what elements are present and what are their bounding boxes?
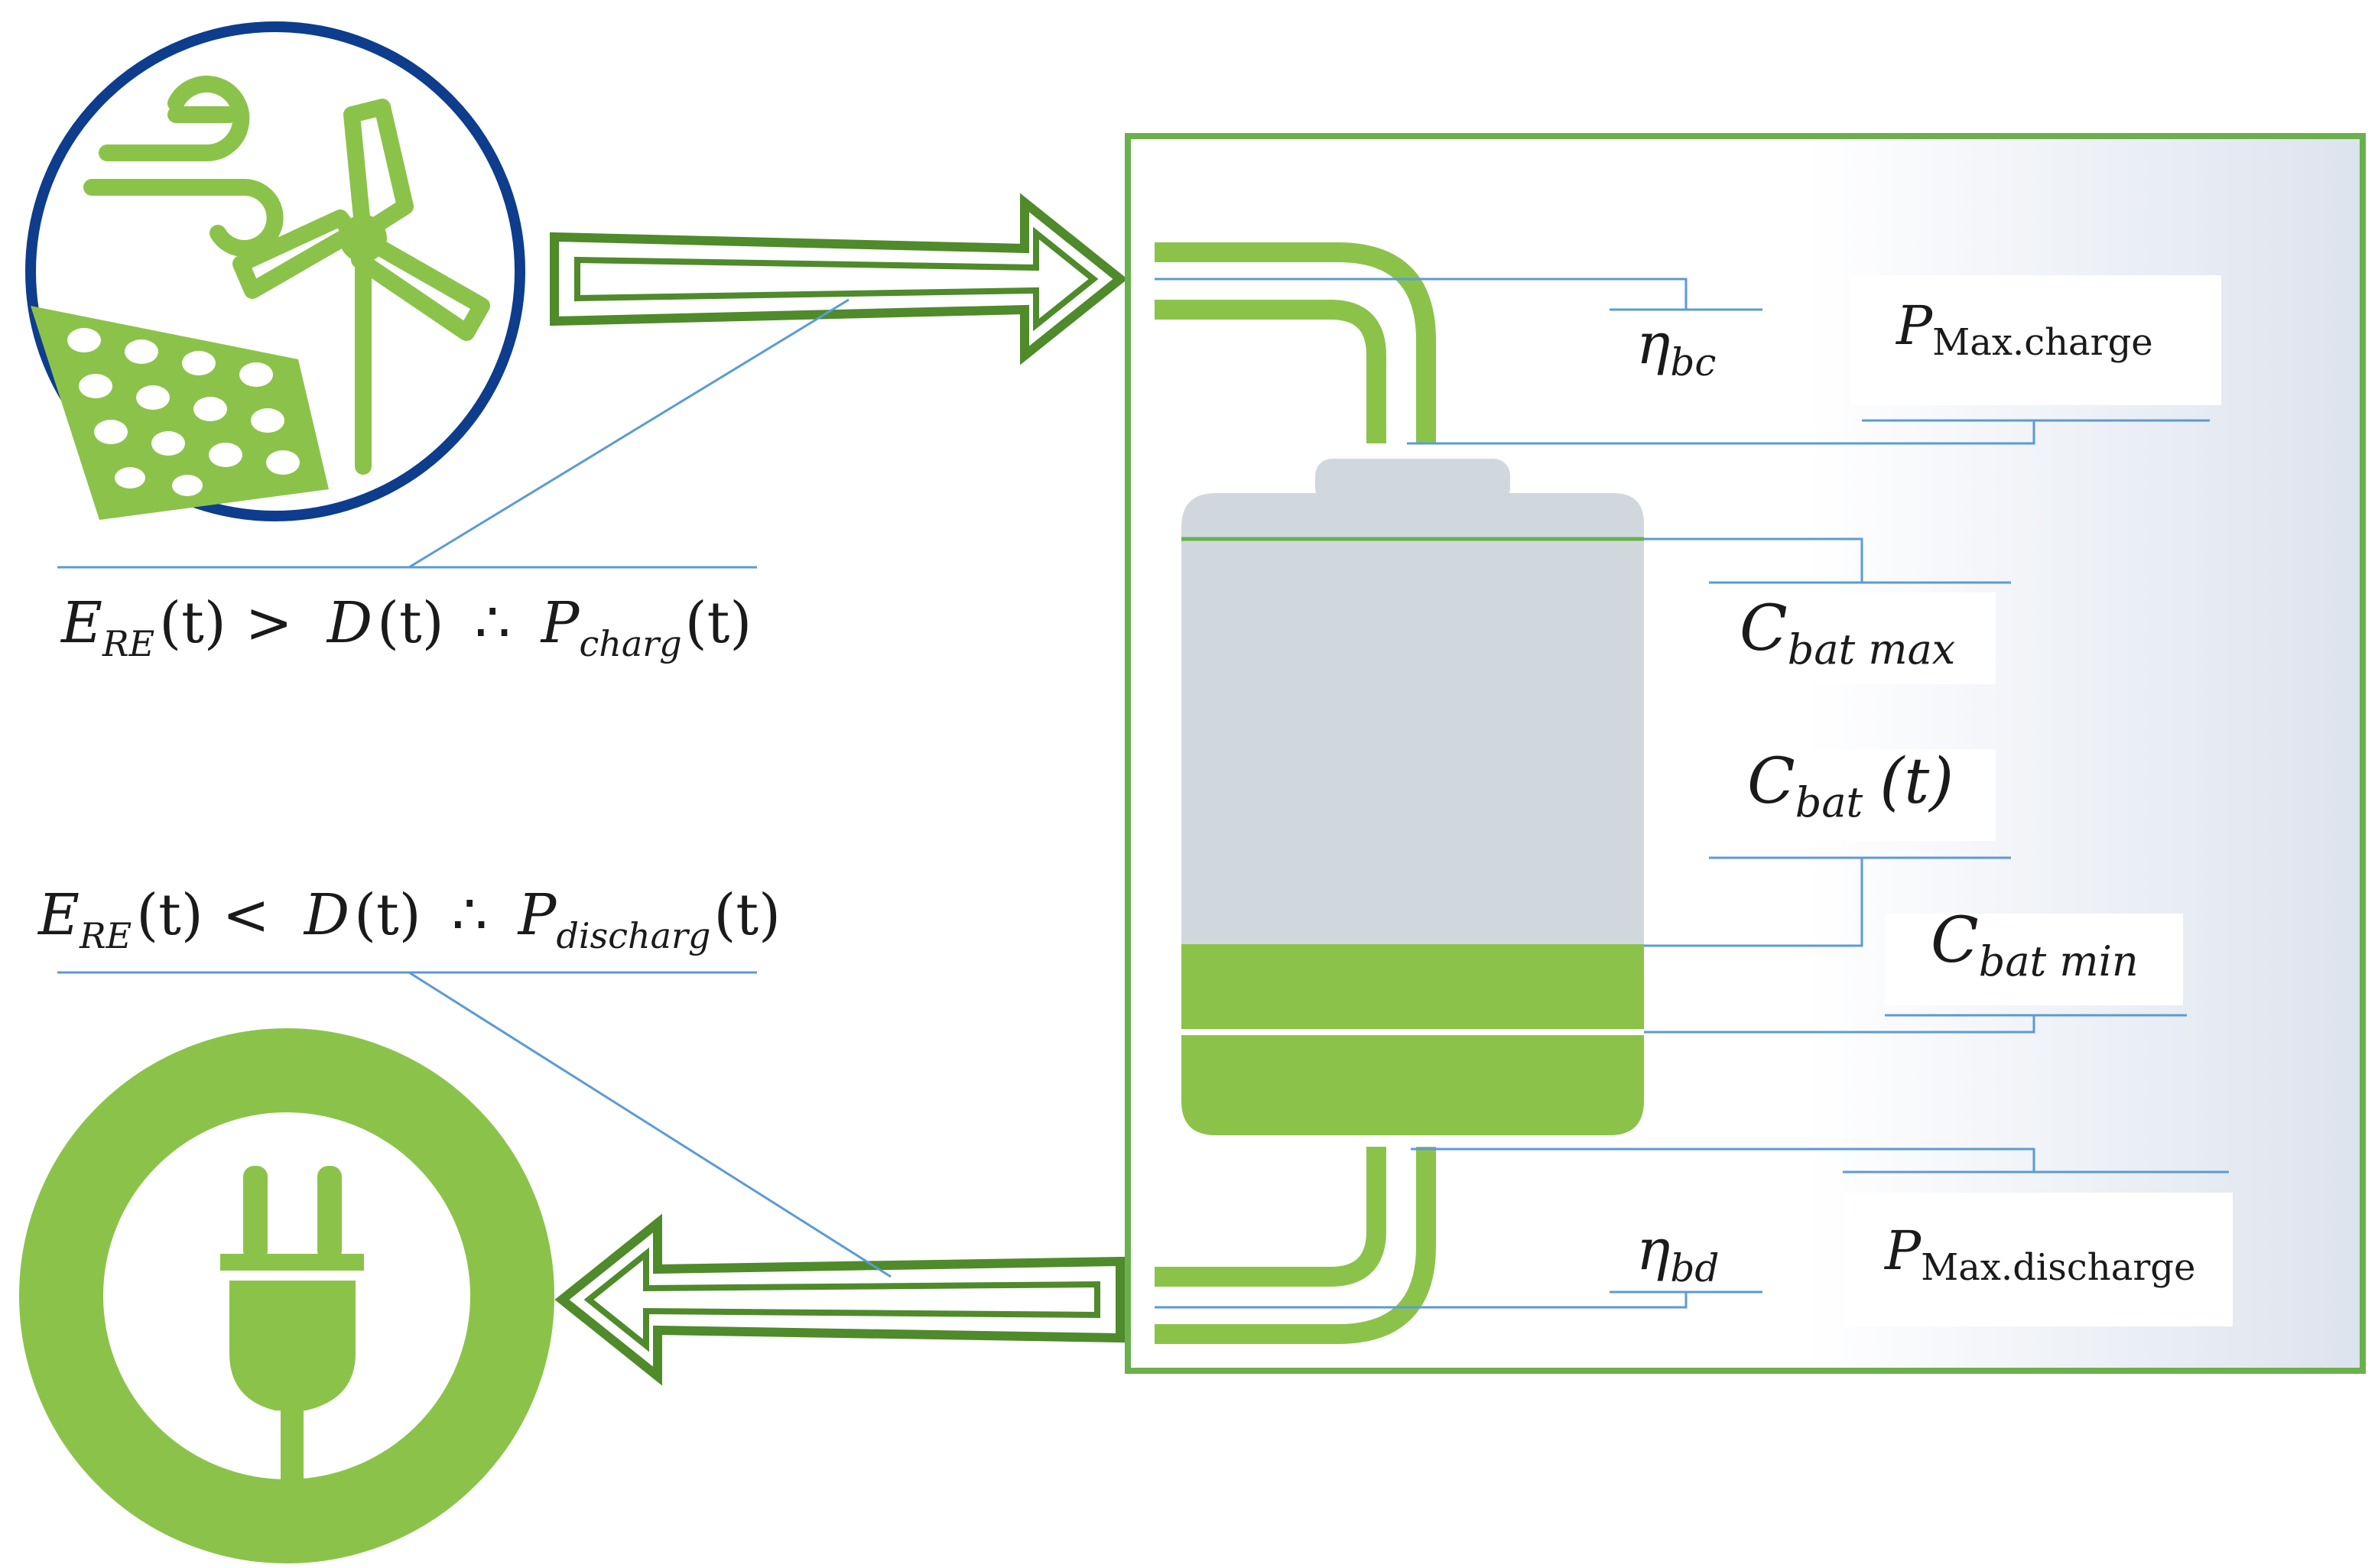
charge-condition: ERE(t)>D(t)∴Pcharg(t) bbox=[60, 590, 752, 664]
power-plug-icon bbox=[19, 1028, 554, 1563]
label-p-max-discharge: PMax.discharge bbox=[1883, 1219, 2195, 1289]
battery-panel bbox=[1125, 133, 2366, 1374]
label-eta-bc: ηbc bbox=[1636, 311, 1716, 385]
discharge-pipe bbox=[1155, 1147, 1436, 1344]
label-backgrounds bbox=[1705, 275, 2233, 1326]
renewable-source-icon bbox=[25, 21, 525, 521]
label-c-bat-max: Cbat max bbox=[1740, 592, 1955, 674]
battery-icon bbox=[1181, 459, 1644, 1135]
wind-turbine-icon bbox=[232, 99, 490, 475]
discharge-condition: ERE(t)<D(t)∴Pdischarg(t) bbox=[37, 882, 781, 956]
label-c-bat-min: Cbat min bbox=[1931, 904, 2139, 985]
charge-arrow bbox=[550, 193, 1128, 365]
solar-panel-icon bbox=[31, 306, 329, 520]
charge-pipe bbox=[1155, 242, 1436, 443]
label-p-max-charge: PMax.charge bbox=[1895, 294, 2153, 364]
label-c-bat-t: Cbat(t) bbox=[1747, 745, 1954, 826]
discharge-arrow bbox=[554, 1213, 1125, 1386]
label-eta-bd: ηbd bbox=[1636, 1217, 1719, 1290]
wind-icon bbox=[83, 76, 284, 257]
source-ring bbox=[25, 21, 525, 521]
leader-lines bbox=[57, 278, 2229, 1309]
